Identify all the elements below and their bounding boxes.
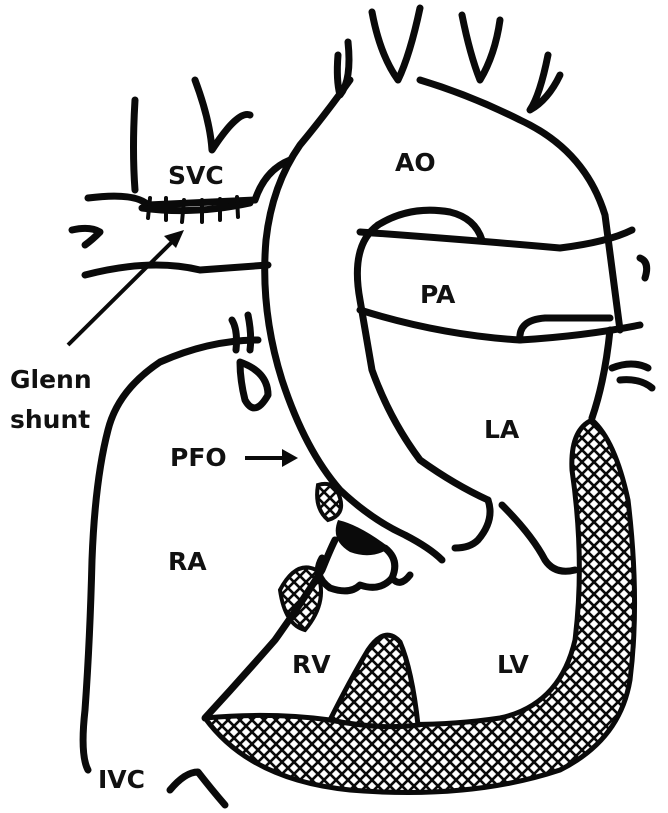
label-pfo: PFO [170, 445, 227, 470]
septum [330, 635, 418, 727]
label-lv: LV [497, 652, 529, 677]
label-ao: AO [395, 150, 436, 175]
pfo-arrow [245, 449, 298, 467]
myocardium [205, 420, 635, 793]
label-rv: RV [292, 652, 331, 677]
label-pa: PA [420, 282, 455, 307]
septal-mass [317, 484, 341, 520]
label-svc: SVC [168, 163, 224, 188]
label-glenn: Glenn [10, 367, 92, 392]
lv-wall [205, 420, 635, 793]
label-shunt: shunt [10, 407, 90, 432]
label-ra: RA [168, 549, 207, 574]
label-la: LA [484, 417, 519, 442]
label-ivc: IVC [98, 767, 145, 792]
arch-vessels [337, 8, 560, 110]
ivc [170, 772, 225, 805]
